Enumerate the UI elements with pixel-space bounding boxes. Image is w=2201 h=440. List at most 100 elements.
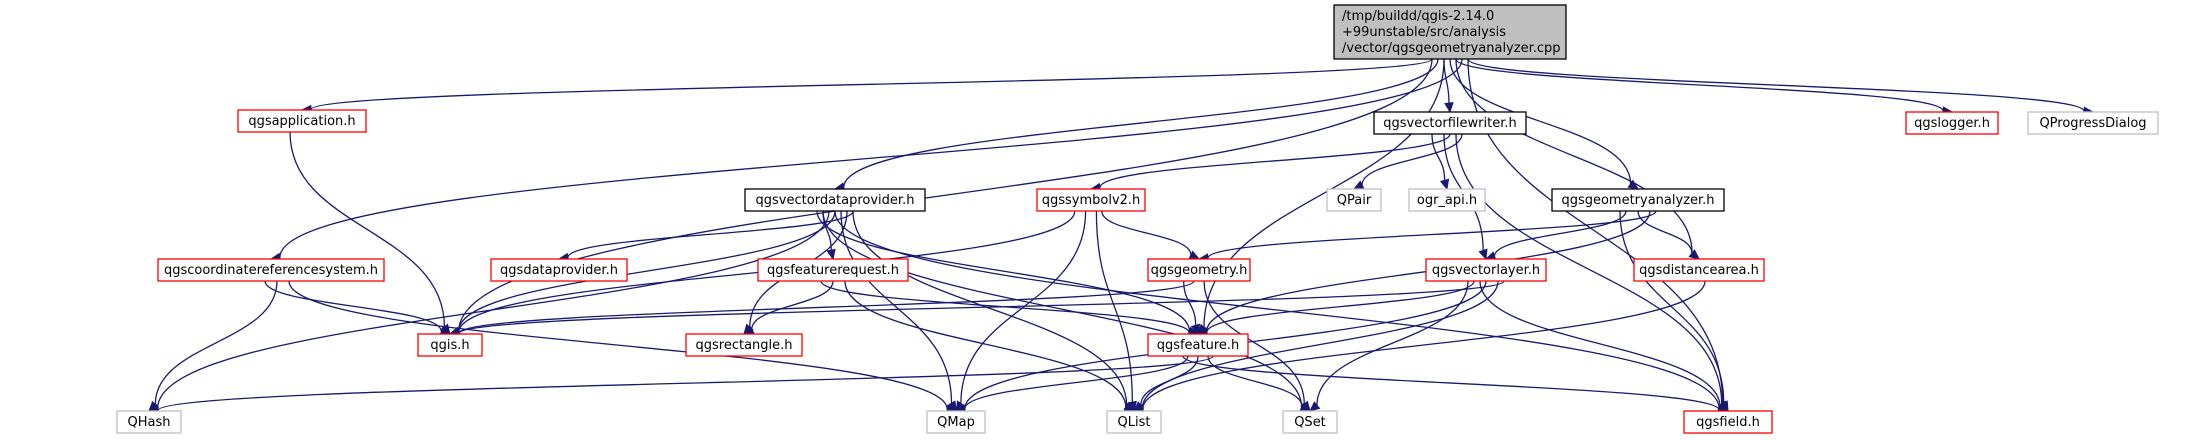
node-box-qgssymbolv2	[1036, 188, 1146, 212]
node-qgssymbolv2[interactable]: qgssymbolv2.h	[1036, 188, 1146, 212]
arrowhead-qgsvectorlayer-to-qset	[1309, 401, 1321, 412]
node-label-root-2: /vector/qgsgeometryanalyzer.cpp	[1342, 41, 1561, 56]
node-label-ogr_api-0: ogr_api.h	[1417, 193, 1477, 208]
node-qgsgeometry[interactable]: qgsgeometry.h	[1147, 258, 1251, 282]
edge-qgsvectorfilewriter-to-ogr_api	[1431, 133, 1446, 181]
edge-qgsgeometry-to-qgis	[458, 280, 1195, 334]
edge-qgssymbolv2-to-qlist	[1095, 210, 1133, 403]
node-label-qgslogger-0: qgslogger.h	[1914, 116, 1990, 131]
node-box-qgsvectorfilewriter	[1373, 111, 1527, 135]
node-label-qgsfield-0: qgsfield.h	[1696, 415, 1760, 430]
node-label-qgsapplication-0: qgsapplication.h	[248, 114, 355, 129]
node-qmap: QMap	[926, 410, 986, 434]
node-box-qgis	[417, 333, 483, 357]
node-label-qgsdistancearea-0: qgsdistancearea.h	[1639, 263, 1759, 278]
arrowhead-qgsgeometry-to-qgsfeature	[1190, 323, 1201, 336]
node-label-qgsvectorlayer-0: qgsvectorlayer.h	[1432, 263, 1540, 278]
node-label-root-1: +99unstable/src/analysis	[1342, 25, 1506, 40]
arrowhead-qgsfeature-to-qlist	[1133, 401, 1145, 412]
node-box-root	[1333, 4, 1567, 60]
edge-qgsvectordataprovider-to-qgsdataprovider	[567, 210, 854, 258]
arrowhead-root-to-qgsgeometryanalyzer	[1627, 179, 1640, 190]
node-qgsapplication[interactable]: qgsapplication.h	[237, 109, 367, 133]
node-label-qgscoordinatereferencesystem-0: qgscoordinatereferencesystem.h	[164, 263, 378, 278]
edge-root-to-qgscoordinatereferencesystem	[279, 58, 1463, 258]
node-label-qgsrectangle-0: qgsrectangle.h	[695, 338, 792, 353]
node-qgsdataprovider[interactable]: qgsdataprovider.h	[490, 258, 628, 282]
edge-qgsgeometryanalyzer-to-qgsgeometry	[1207, 210, 1657, 259]
nodes-layer: /tmp/buildd/qgis-2.14.0+99unstable/src/a…	[116, 4, 2159, 434]
node-qgslogger[interactable]: qgslogger.h	[1905, 111, 1999, 135]
edge-root-to-qgsvectordataprovider	[843, 58, 1439, 188]
edge-qgscoordinatereferencesystem-to-qmap	[288, 280, 948, 410]
node-qgsdistancearea[interactable]: qgsdistancearea.h	[1633, 258, 1765, 282]
node-box-qgsdataprovider	[490, 258, 628, 282]
node-qgsvectordataprovider[interactable]: qgsvectordataprovider.h	[744, 188, 926, 212]
node-box-qset	[1282, 410, 1338, 434]
node-ogr_api: ogr_api.h	[1408, 188, 1486, 212]
node-label-qgsfeaturerequest-0: qgsfeaturerequest.h	[767, 263, 899, 278]
node-box-qprogressdialog	[2027, 111, 2159, 135]
edge-qgsgeometryanalyzer-to-qgsvectorlayer	[1493, 210, 1627, 257]
edge-qgsdistancearea-to-qlist	[1142, 280, 1706, 410]
edge-qgsgeometryanalyzer-to-qgsfield	[1619, 210, 1725, 404]
edge-qgsvectorlayer-to-qgsfield	[1479, 280, 1721, 407]
node-box-qgsfeaturerequest	[757, 258, 909, 282]
edge-qgsvectorlayer-to-qset	[1316, 280, 1469, 406]
edge-qgsvectorfilewriter-to-qgssymbolv2	[1099, 133, 1451, 188]
node-qgsfeaturerequest[interactable]: qgsfeaturerequest.h	[757, 258, 909, 282]
edge-qgsvectorlayer-to-qgsfeature	[1206, 280, 1475, 333]
edge-qgsfeature-to-qmap	[964, 355, 1189, 410]
node-box-qgsrectangle	[685, 333, 803, 357]
edge-qgsfeaturerequest-to-qgsrectangle	[751, 280, 834, 330]
arrowhead-qgssymbolv2-to-qlist	[1127, 400, 1137, 413]
node-box-qpair	[1326, 188, 1382, 212]
node-qgsrectangle[interactable]: qgsrectangle.h	[685, 333, 803, 357]
edge-qgsvectorfilewriter-to-qgsfield	[1455, 133, 1723, 405]
node-label-qgsvectordataprovider-0: qgsvectordataprovider.h	[756, 193, 915, 208]
node-qgsvectorfilewriter[interactable]: qgsvectorfilewriter.h	[1373, 111, 1527, 135]
node-label-root-0: /tmp/buildd/qgis-2.14.0	[1342, 9, 1494, 24]
node-qprogressdialog: QProgressDialog	[2027, 111, 2159, 135]
edge-root-to-qgsapplication	[310, 58, 1433, 111]
edge-qgsvectorlayer-to-qgis	[458, 280, 1505, 335]
node-qgscoordinatereferencesystem[interactable]: qgscoordinatereferencesystem.h	[157, 258, 385, 282]
edge-root-to-qgsfield	[1467, 58, 1724, 404]
node-label-qmap-0: QMap	[937, 415, 975, 430]
arrowhead-qgsvectorfilewriter-to-ogr_api	[1439, 178, 1450, 191]
edge-qgscoordinatereferencesystem-to-qgis	[264, 280, 442, 332]
edge-root-to-qgslogger	[1455, 58, 1944, 112]
node-qgsgeometryanalyzer[interactable]: qgsgeometryanalyzer.h	[1551, 188, 1725, 212]
node-qpair: QPair	[1326, 188, 1382, 212]
node-qgis[interactable]: qgis.h	[417, 333, 483, 357]
node-box-qgsfield	[1683, 410, 1773, 434]
edge-root-to-qgis	[458, 58, 1433, 332]
node-root[interactable]: /tmp/buildd/qgis-2.14.0+99unstable/src/a…	[1333, 4, 1567, 60]
edge-root-to-qgsgeometryanalyzer	[1449, 58, 1632, 184]
node-qgsvectorlayer[interactable]: qgsvectorlayer.h	[1425, 258, 1547, 282]
node-qgsfield[interactable]: qgsfield.h	[1683, 410, 1773, 434]
node-label-qgsvectorfilewriter-0: qgsvectorfilewriter.h	[1383, 116, 1517, 131]
node-box-qgslogger	[1905, 111, 1999, 135]
arrowhead-qgsgeometryanalyzer-to-qgsdistancearea	[1688, 249, 1700, 260]
node-label-qgsgeometry-0: qgsgeometry.h	[1151, 263, 1248, 278]
node-box-qgscoordinatereferencesystem	[157, 258, 385, 282]
node-box-qgsvectordataprovider	[744, 188, 926, 212]
node-box-qgsfeature	[1147, 333, 1249, 357]
edge-qgsgeometry-to-qgsfeature	[1183, 280, 1197, 326]
node-label-qpair-0: QPair	[1337, 193, 1372, 208]
node-label-qgsdataprovider-0: qgsdataprovider.h	[500, 263, 618, 278]
node-label-qset-0: QSet	[1294, 415, 1326, 430]
node-qgsfeature[interactable]: qgsfeature.h	[1147, 333, 1249, 357]
node-label-qgsfeature-0: qgsfeature.h	[1157, 338, 1240, 353]
node-label-qlist-0: QList	[1118, 415, 1151, 430]
edge-qgsvectordataprovider-to-qgsfeature	[816, 210, 1191, 332]
node-box-qgsdistancearea	[1633, 258, 1765, 282]
node-box-qmap	[926, 410, 986, 434]
arrowhead-qgsvectordataprovider-to-qgsfeaturerequest	[826, 248, 836, 261]
edge-qgsfeature-to-qhash	[157, 355, 1214, 412]
node-box-qgsgeometry	[1147, 258, 1251, 282]
node-label-qgssymbolv2-0: qgssymbolv2.h	[1042, 193, 1141, 208]
node-qlist: QList	[1106, 410, 1162, 434]
